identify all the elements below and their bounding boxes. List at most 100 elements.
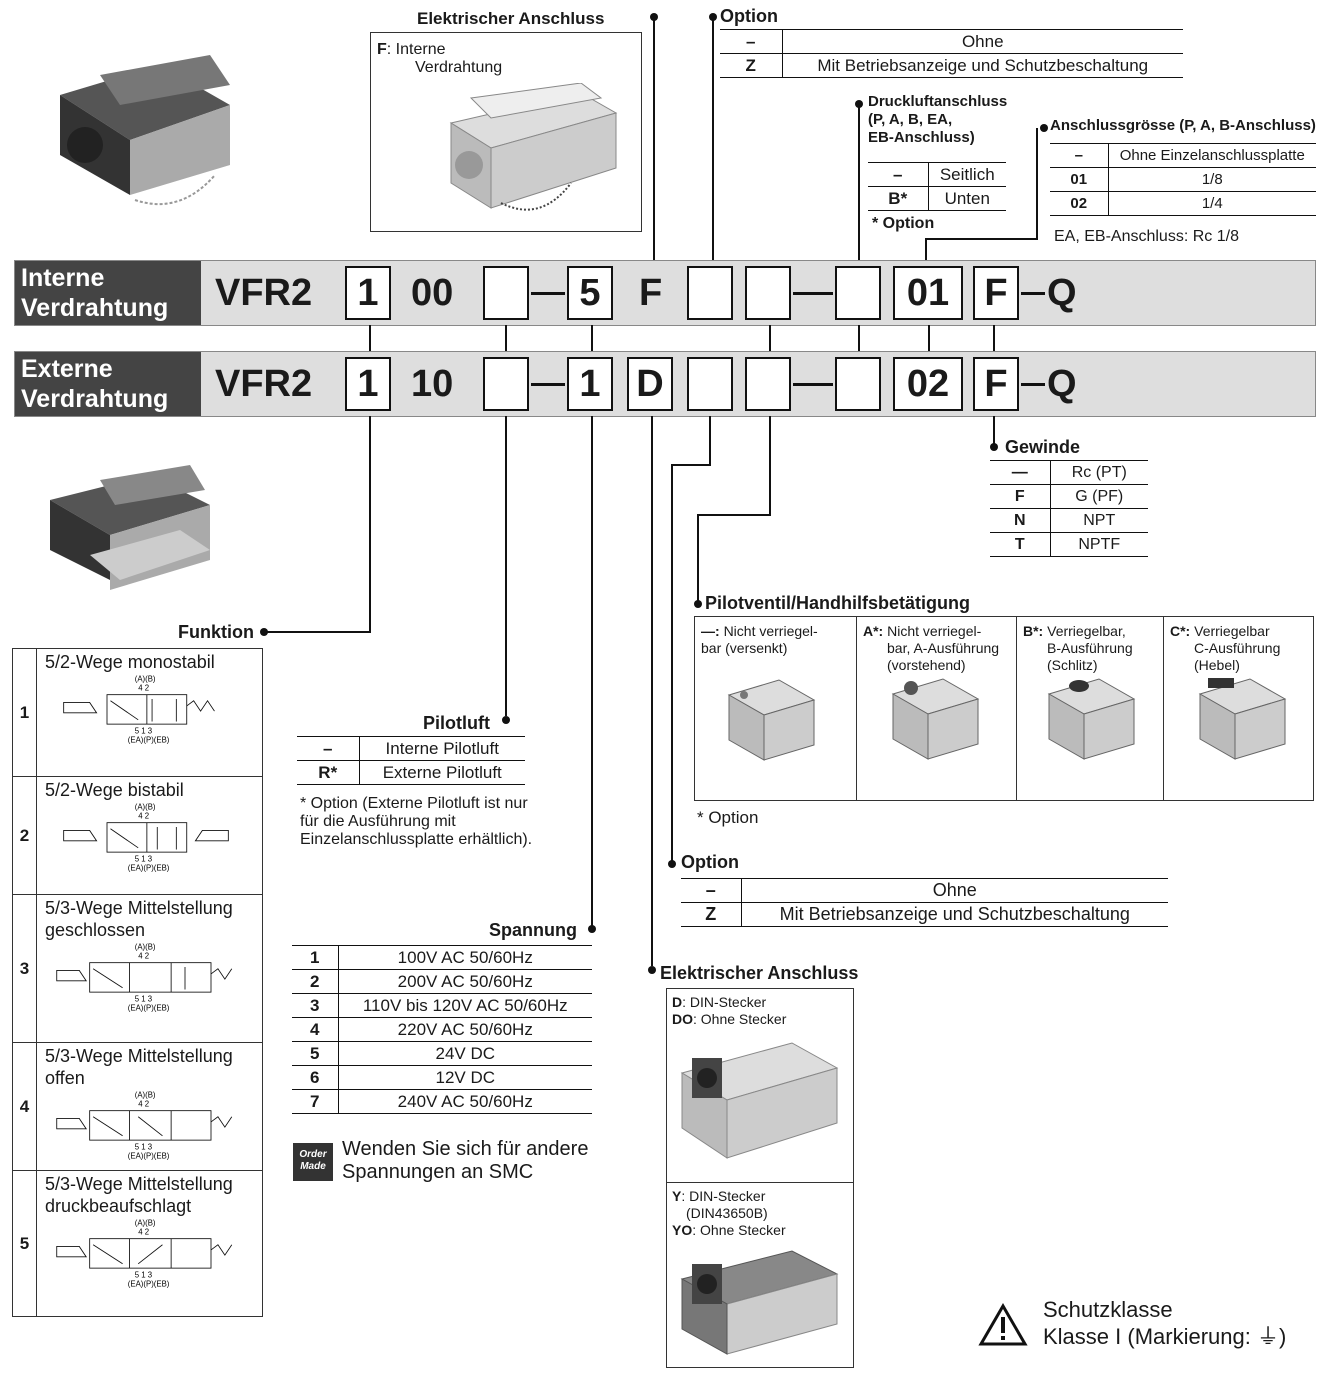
gewinde-title: Gewinde — [1005, 437, 1080, 458]
el-top-title: Elektrischer Anschluss — [417, 9, 604, 29]
pilotventil-a: A*: Nicht verriegel-bar, A-Ausführung(vo… — [857, 617, 1017, 800]
valve-symbol-1: (A)(B)4 25 1 3(EA)(P)(EB) — [41, 673, 251, 751]
valve-photo-external — [40, 460, 220, 600]
bar1-code: 00 — [411, 266, 453, 320]
bar1-box-funktion: 1 — [345, 266, 391, 320]
el-top-text1: : Interne — [387, 41, 446, 58]
svg-text:(EA)(P)(EB): (EA)(P)(EB) — [128, 1003, 170, 1012]
pilot-valve-none-image — [719, 675, 819, 765]
svg-text:(A)(B): (A)(B) — [135, 1219, 156, 1228]
bar1-box-pilotventil — [745, 266, 791, 320]
spannung-title: Spannung — [489, 920, 577, 941]
bar1-box-spannung: 5 — [567, 266, 613, 320]
din-connector-photo-y — [672, 1239, 842, 1359]
bar1-box-option — [687, 266, 733, 320]
warning-icon — [978, 1303, 1028, 1347]
valve-symbol-3: (A)(B)4 2 5 1 3(EA)(P)(EB) — [41, 941, 251, 1019]
bar1-box-gewinde: F — [973, 266, 1019, 320]
pilot-valve-c-image — [1190, 674, 1290, 764]
bar1-box-pilotluft — [483, 266, 529, 320]
pilotventil-title: Pilotventil/Handhilfsbetätigung — [705, 593, 970, 614]
el-bottom-y: Y: DIN-Stecker(DIN43650B)YO: Ohne Stecke… — [667, 1183, 853, 1368]
valve-symbol-2: (A)(B)4 25 1 3(EA)(P)(EB) — [41, 801, 251, 879]
bar1-q: Q — [1047, 266, 1077, 320]
pilotventil-b: B*: Verriegelbar,B-Ausführung(Schlitz) — [1017, 617, 1164, 800]
svg-text:(EA)(P)(EB): (EA)(P)(EB) — [128, 735, 170, 744]
bar2-q: Q — [1047, 357, 1077, 411]
bar2-box-option — [687, 357, 733, 411]
svg-text:5 1 3: 5 1 3 — [135, 855, 152, 864]
svg-text:(EA)(P)(EB): (EA)(P)(EB) — [128, 1151, 170, 1160]
anschluss-title: Anschlussgrösse (P, A, B-Anschluss) — [1050, 117, 1316, 134]
din-connector-photo-d — [672, 1028, 842, 1163]
bar1-f: F — [639, 266, 662, 320]
svg-text:(EA)(P)(EB): (EA)(P)(EB) — [128, 1279, 170, 1288]
pilotventil-box: —: Nicht verriegel-bar (versenkt) A*: Ni… — [694, 616, 1314, 801]
svg-text:5 1 3: 5 1 3 — [135, 1143, 152, 1152]
bar2-box-anschluss: D — [627, 357, 673, 411]
bar1-box-size: 01 — [893, 266, 963, 320]
svg-text:4 2: 4 2 — [138, 1099, 149, 1108]
pilotluft-table: –Interne Pilotluft R*Externe Pilotluft — [297, 736, 525, 785]
pilotluft-note: * Option (Externe Pilotluft ist nur für … — [300, 795, 540, 849]
svg-text:(A)(B): (A)(B) — [135, 1091, 156, 1100]
svg-text:(EA)(P)(EB): (EA)(P)(EB) — [128, 863, 170, 872]
el-bottom-title: Elektrischer Anschluss — [660, 963, 858, 984]
svg-text:5 1 3: 5 1 3 — [135, 1271, 152, 1280]
pilotventil-note: * Option — [697, 808, 758, 828]
valve-symbol-5: (A)(B)4 2 5 1 3(EA)(P)(EB) — [41, 1217, 251, 1295]
pilotventil-none: —: Nicht verriegel-bar (versenkt) — [695, 617, 857, 800]
bar2-box-pilotluft — [483, 357, 529, 411]
druck-note: * Option — [872, 215, 934, 233]
pilot-valve-b-image — [1039, 674, 1139, 764]
option-top-title: Option — [720, 6, 778, 27]
druck-table: –Seitlich B*Unten — [868, 162, 1006, 211]
anschluss-note: EA, EB-Anschluss: Rc 1/8 — [1054, 228, 1239, 246]
druck-title: Druckluftanschluss(P, A, B, EA,EB-Anschl… — [868, 93, 1007, 147]
valve-photo-internal — [40, 55, 240, 215]
bar2-box-druck — [835, 357, 881, 411]
bar2-box-spannung: 1 — [567, 357, 613, 411]
bar2-box-gewinde: F — [973, 357, 1019, 411]
bar1-box-druck — [835, 266, 881, 320]
bar2-box-size: 02 — [893, 357, 963, 411]
bar1-prefix: VFR2 — [215, 266, 312, 320]
funktion-title: Funktion — [178, 622, 254, 643]
svg-text:(A)(B): (A)(B) — [135, 943, 156, 952]
bar2-box-funktion: 1 — [345, 357, 391, 411]
svg-text:4 2: 4 2 — [138, 951, 149, 960]
svg-text:5 1 3: 5 1 3 — [135, 995, 152, 1004]
valve-symbol-4: (A)(B)4 2 5 1 3(EA)(P)(EB) — [41, 1089, 251, 1167]
svg-text:4 2: 4 2 — [138, 811, 149, 820]
pilot-valve-a-image — [883, 674, 983, 764]
el-top-key: F — [377, 41, 387, 58]
svg-text:(A)(B): (A)(B) — [135, 675, 156, 684]
option-mid-title: Option — [681, 852, 739, 873]
valve-photo-f — [431, 83, 621, 223]
svg-text:4 2: 4 2 — [138, 1227, 149, 1236]
bar2-code: 10 — [411, 357, 453, 411]
bar2-prefix: VFR2 — [215, 357, 312, 411]
el-top-text2: Verdrahtung — [415, 59, 502, 76]
